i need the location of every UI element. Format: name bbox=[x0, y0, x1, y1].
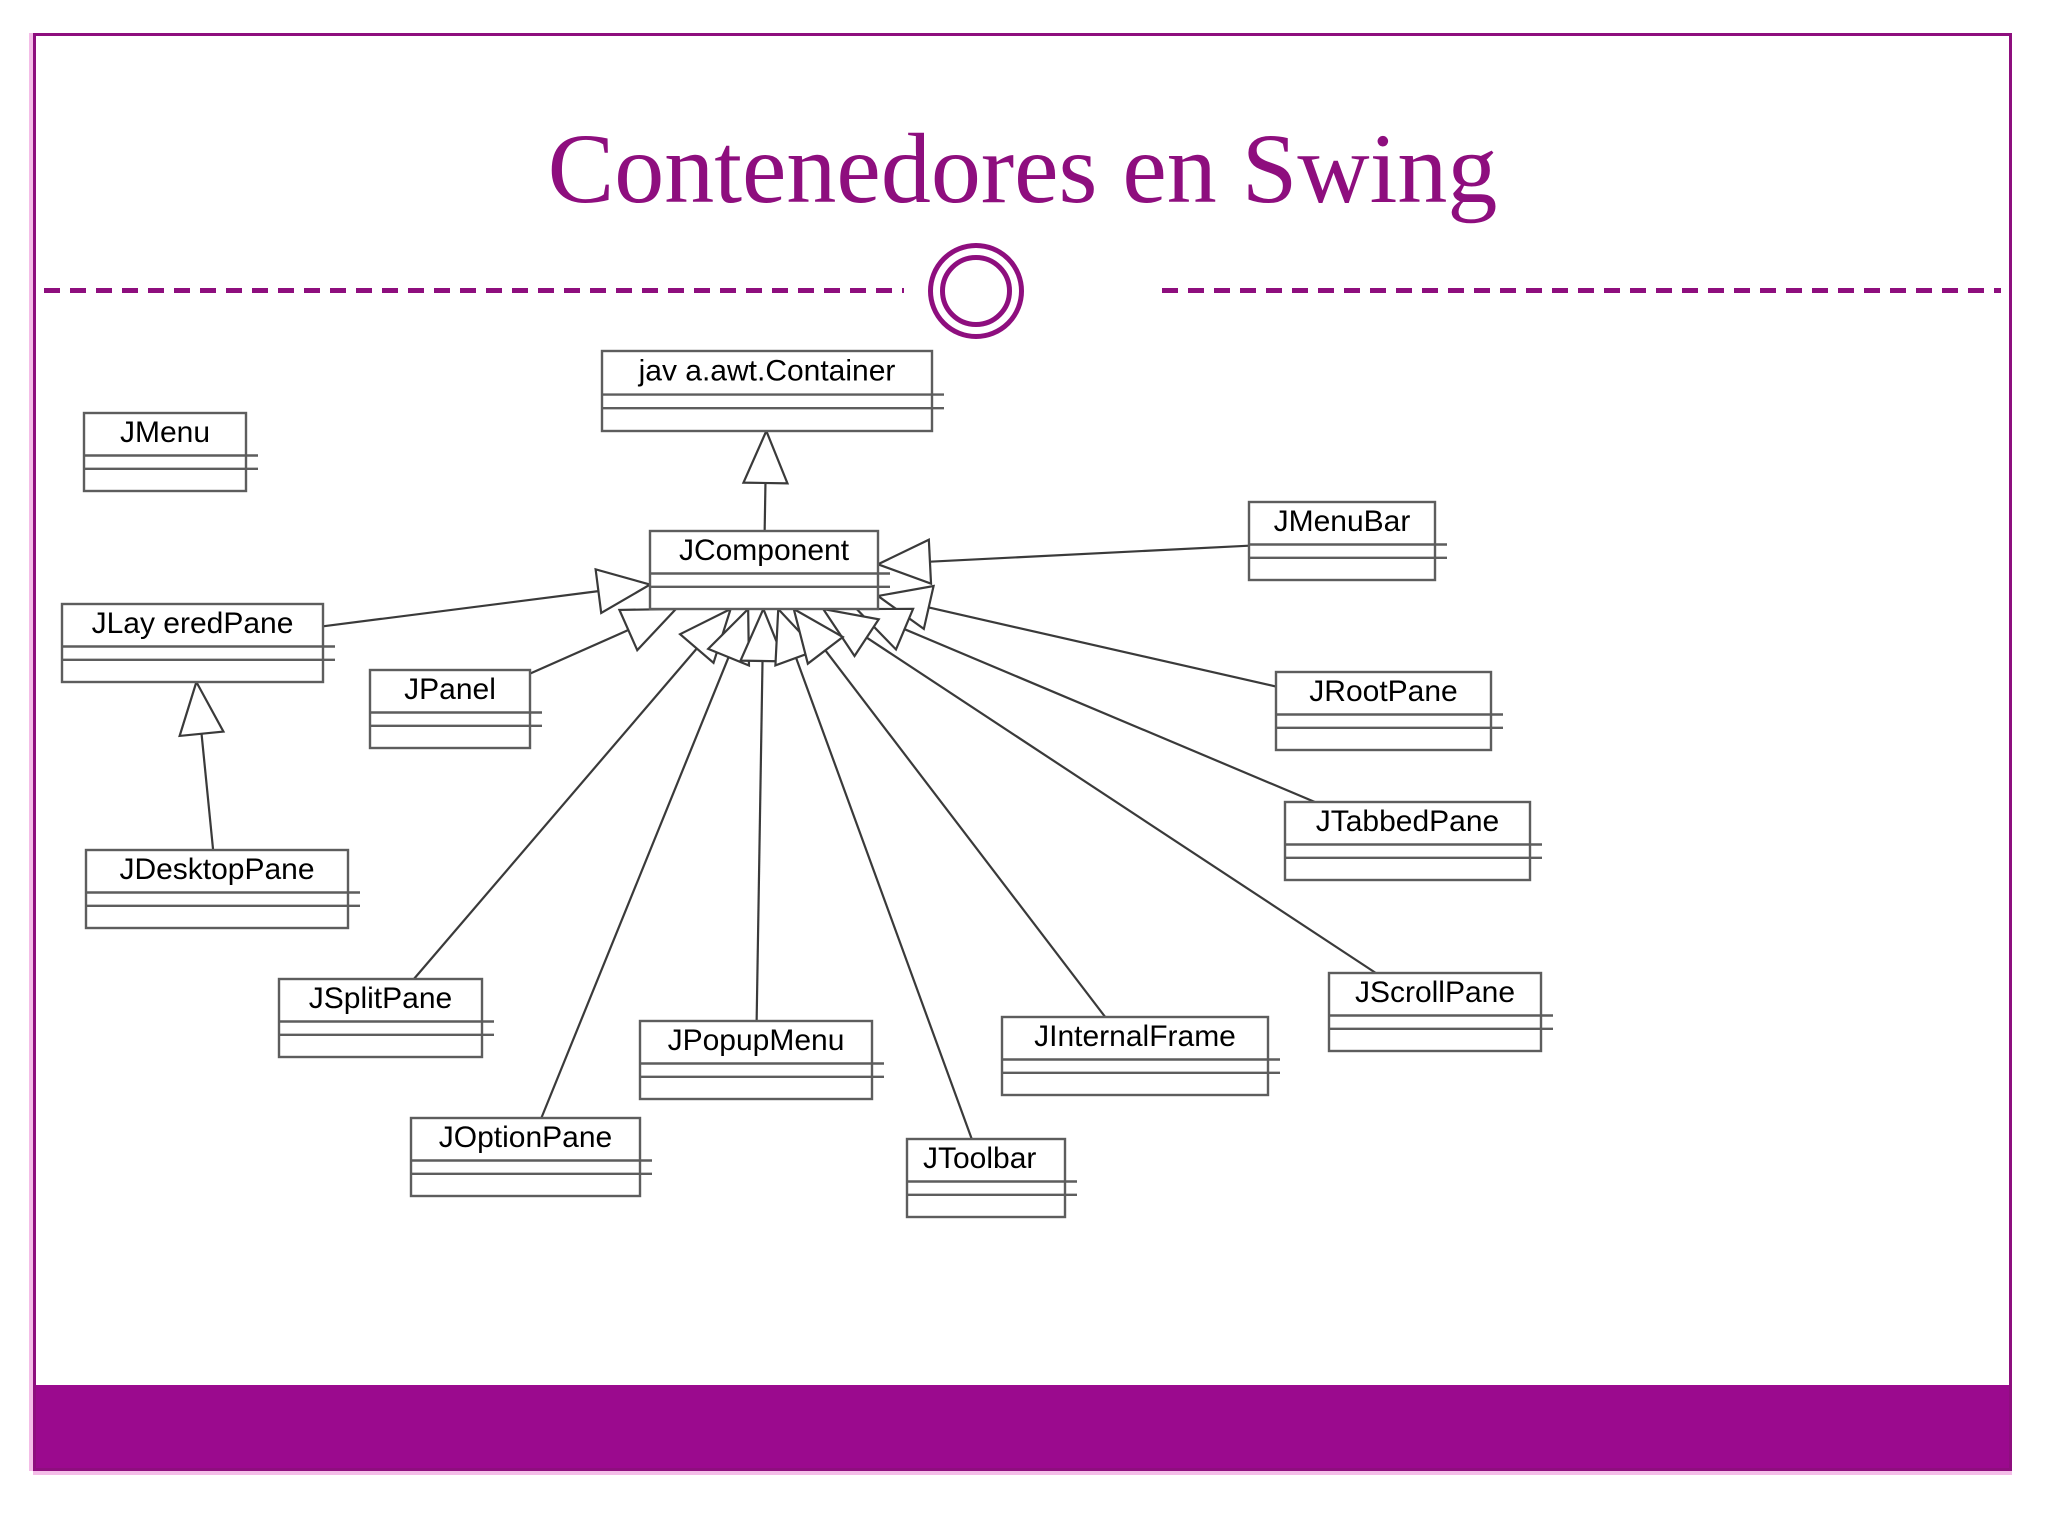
title-divider bbox=[44, 243, 2001, 339]
divider-dash-left bbox=[44, 288, 904, 293]
class-box-frame bbox=[1283, 800, 1532, 882]
class-box-jdesktoppane[interactable]: JDesktopPane bbox=[84, 848, 360, 930]
class-box-frame bbox=[409, 1116, 642, 1198]
class-box-frame bbox=[1327, 971, 1543, 1053]
generalization-line bbox=[929, 544, 1250, 563]
generalization-arrowhead bbox=[875, 537, 933, 586]
generalization-arrowhead bbox=[820, 607, 881, 658]
page-title: Contenedores en Swing bbox=[547, 113, 1498, 224]
class-box-jrootpane[interactable]: JRootPane bbox=[1274, 670, 1503, 752]
footer-bar bbox=[36, 1385, 2009, 1468]
generalization-line bbox=[755, 660, 764, 1022]
class-name-label: JScrollPane bbox=[1355, 976, 1515, 1009]
class-box-frame bbox=[638, 1019, 874, 1101]
class-box-jtabbedpane[interactable]: JTabbedPane bbox=[1283, 800, 1542, 882]
class-box-jscrollpane[interactable]: JScrollPane bbox=[1327, 971, 1553, 1053]
class-name-label: JComponent bbox=[679, 534, 850, 567]
class-name-label: JMenuBar bbox=[1274, 505, 1411, 538]
generalization-arrowhead bbox=[178, 679, 226, 738]
class-box-joptionpane[interactable]: JOptionPane bbox=[409, 1116, 652, 1198]
generalization-line bbox=[540, 656, 730, 1119]
class-box-frame bbox=[277, 977, 484, 1059]
slide-canvas: Contenedores en Swing jav a.awt.Containe… bbox=[33, 33, 2012, 1471]
class-box-jinternalframe[interactable]: JInternalFrame bbox=[1000, 1015, 1280, 1097]
class-name-label: JTabbedPane bbox=[1316, 805, 1500, 838]
class-box-jlayeredpane[interactable]: JLay eredPane bbox=[60, 602, 335, 684]
generalization-arrowhead bbox=[738, 606, 787, 663]
generalization-line bbox=[866, 636, 1377, 974]
class-name-label: JSplitPane bbox=[309, 982, 452, 1015]
class-box-jpanel[interactable]: JPanel bbox=[368, 668, 542, 750]
generalization-line bbox=[795, 657, 973, 1140]
generalization-arrowhead bbox=[741, 428, 790, 485]
divider-dash-right bbox=[1162, 288, 2001, 293]
generalization-arrowhead bbox=[792, 606, 845, 666]
generalization-line bbox=[322, 590, 599, 628]
class-box-jmenu[interactable]: JMenu bbox=[82, 411, 258, 493]
generalization-line bbox=[413, 647, 698, 980]
class-box-jpopupmenu[interactable]: JPopupMenu bbox=[638, 1019, 884, 1101]
generalization-line bbox=[904, 628, 1316, 804]
class-name-label: JDesktopPane bbox=[119, 853, 314, 886]
class-name-label: JPanel bbox=[404, 673, 496, 706]
class-box-jsplitpane[interactable]: JSplitPane bbox=[277, 977, 494, 1059]
class-box-frame bbox=[1000, 1015, 1270, 1097]
generalization-line bbox=[763, 482, 767, 532]
class-box-jtoolbar[interactable]: JToolbar bbox=[905, 1137, 1077, 1219]
class-box-jcomponent[interactable]: JComponent bbox=[648, 529, 890, 611]
class-name-label: JMenu bbox=[120, 416, 210, 449]
class-box-frame bbox=[60, 602, 325, 684]
generalization-links-layer bbox=[178, 428, 1377, 1140]
class-box-frame bbox=[1247, 500, 1437, 582]
generalization-line bbox=[200, 733, 215, 851]
class-name-label: JRootPane bbox=[1309, 675, 1457, 708]
class-box-frame bbox=[905, 1137, 1067, 1219]
class-box-frame bbox=[600, 349, 934, 433]
double-circle-ornament-icon bbox=[928, 243, 1024, 339]
class-name-label: JPopupMenu bbox=[668, 1024, 845, 1057]
class-name-label: JLay eredPane bbox=[92, 607, 294, 640]
generalization-arrowhead bbox=[594, 567, 653, 615]
class-box-container[interactable]: jav a.awt.Container bbox=[600, 349, 944, 433]
class-box-frame bbox=[1274, 670, 1493, 752]
class-box-jmenubar[interactable]: JMenuBar bbox=[1247, 500, 1447, 582]
title-area: Contenedores en Swing bbox=[36, 36, 2009, 286]
class-box-frame bbox=[82, 411, 248, 493]
class-name-label: jav a.awt.Container bbox=[638, 355, 896, 388]
class-name-label: JInternalFrame bbox=[1034, 1020, 1236, 1053]
class-box-frame bbox=[648, 529, 880, 611]
class-box-frame bbox=[368, 668, 532, 750]
class-box-frame bbox=[84, 848, 350, 930]
generalization-line bbox=[928, 606, 1277, 688]
class-name-label: JOptionPane bbox=[439, 1121, 612, 1154]
class-name-label: JToolbar bbox=[923, 1142, 1036, 1175]
generalization-line bbox=[529, 629, 629, 675]
generalization-line bbox=[824, 649, 1107, 1018]
